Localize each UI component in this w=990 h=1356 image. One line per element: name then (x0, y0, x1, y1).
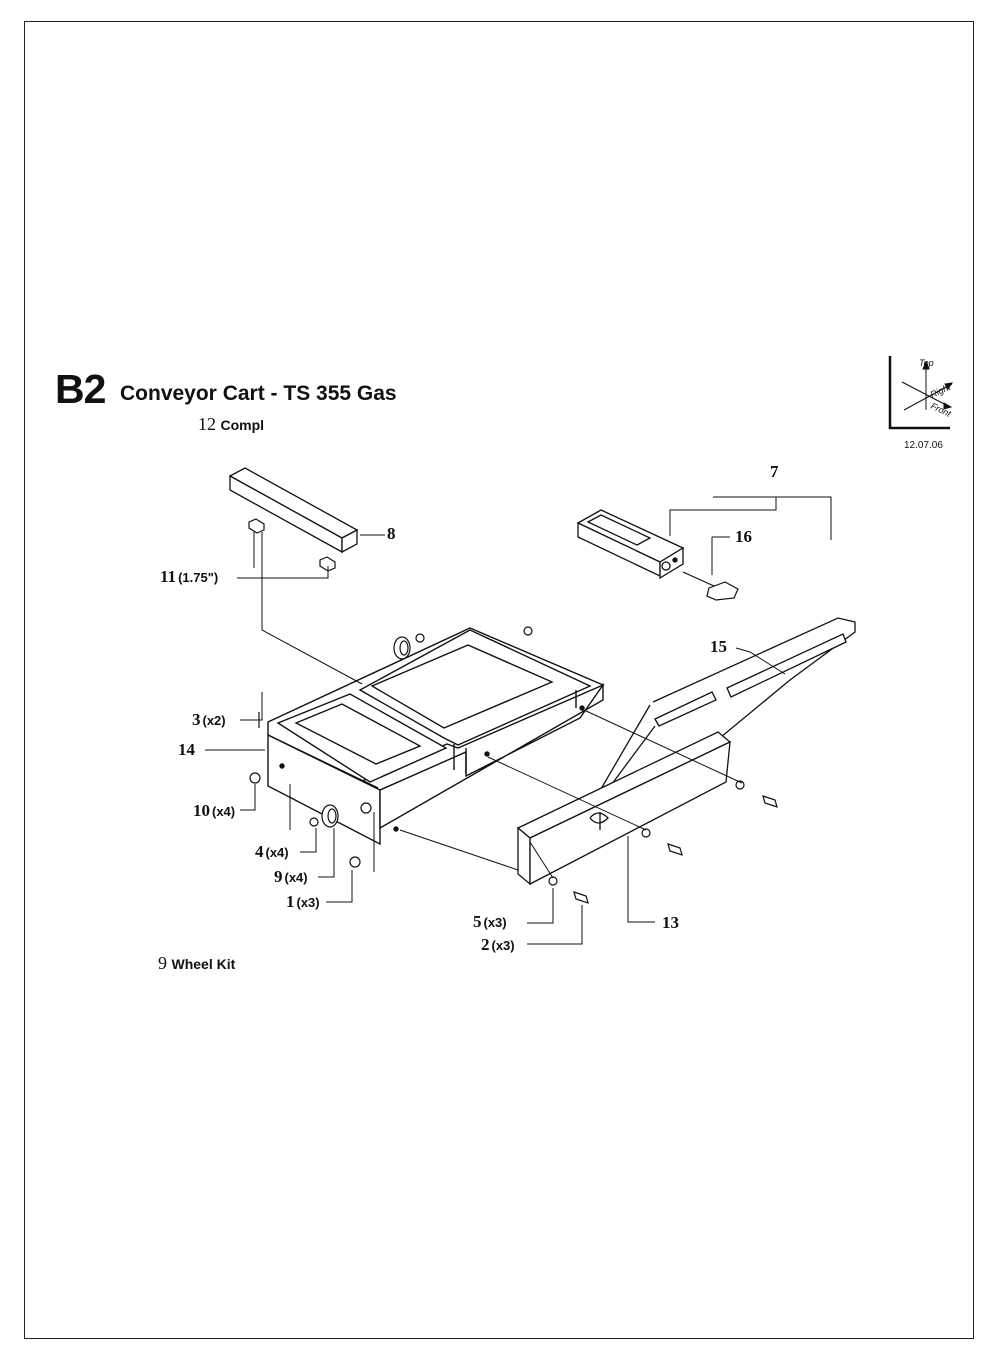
note-wheel-kit-text: Wheel Kit (171, 956, 236, 972)
skid-plate-part (516, 731, 732, 886)
axis-top-label: Top (919, 358, 934, 368)
note-wheel-kit-number: 9 (158, 953, 167, 973)
callout-10-qty: (x4) (212, 804, 236, 819)
rail-part (228, 467, 359, 554)
note-compl-number: 12 (198, 414, 216, 434)
callout-3-number: 3 (192, 710, 201, 729)
callout-2-qty: (x3) (491, 938, 515, 953)
section-code: B2 (55, 366, 106, 412)
callout-5: 5(x3) (473, 912, 507, 932)
callout-10: 10(x4) (193, 801, 235, 821)
callout-14: 14 (178, 740, 195, 760)
callout-8: 8 (387, 524, 396, 544)
callout-1-qty: (x3) (296, 895, 320, 910)
callout-9-qty: (x4) (284, 870, 308, 885)
callout-10-number: 10 (193, 801, 210, 820)
callout-1: 1(x3) (286, 892, 320, 912)
callout-14-number: 14 (178, 740, 195, 759)
callout-4-qty: (x4) (265, 845, 289, 860)
callout-11: 11(1.75") (160, 567, 218, 587)
callout-16-number: 16 (735, 527, 752, 546)
hardware-parts (249, 626, 778, 904)
handle-box-part (576, 509, 685, 580)
leader-lines (205, 496, 832, 945)
callout-9: 9(x4) (274, 867, 308, 887)
diagram-title: Conveyor Cart - TS 355 Gas (120, 382, 397, 405)
callout-8-number: 8 (387, 524, 396, 543)
callout-4-number: 4 (255, 842, 264, 861)
note-compl: 12 Compl (198, 414, 264, 435)
note-wheel-kit: 9 Wheel Kit (158, 953, 235, 974)
callout-11-qty: (1.75") (178, 570, 219, 585)
cart-body-part (267, 627, 605, 846)
callout-3-qty: (x2) (202, 713, 226, 728)
callout-5-qty: (x3) (483, 915, 507, 930)
callout-16: 16 (735, 527, 752, 547)
axis-right-label: Right (929, 382, 953, 400)
callout-9-number: 9 (274, 867, 283, 886)
callout-2: 2(x3) (481, 935, 515, 955)
page-border (24, 21, 974, 1339)
callout-2-number: 2 (481, 935, 490, 954)
callout-4: 4(x4) (255, 842, 289, 862)
callout-15-number: 15 (710, 637, 727, 656)
callout-7: 7 (770, 462, 779, 482)
callout-13-number: 13 (662, 913, 679, 932)
orientation-date: 12.07.06 (904, 440, 943, 451)
callout-7-number: 7 (770, 462, 779, 481)
spacer-blocks (248, 518, 336, 572)
callout-11-number: 11 (160, 567, 177, 586)
orientation-indicator: Top Right Front (888, 356, 954, 430)
axis-front-label: Front (929, 401, 953, 419)
note-compl-text: Compl (220, 417, 265, 433)
callout-5-number: 5 (473, 912, 482, 931)
t-knob-part (682, 571, 739, 601)
callout-3: 3(x2) (192, 710, 226, 730)
callout-15: 15 (710, 637, 727, 657)
callout-13: 13 (662, 913, 679, 933)
callout-1-number: 1 (286, 892, 295, 911)
